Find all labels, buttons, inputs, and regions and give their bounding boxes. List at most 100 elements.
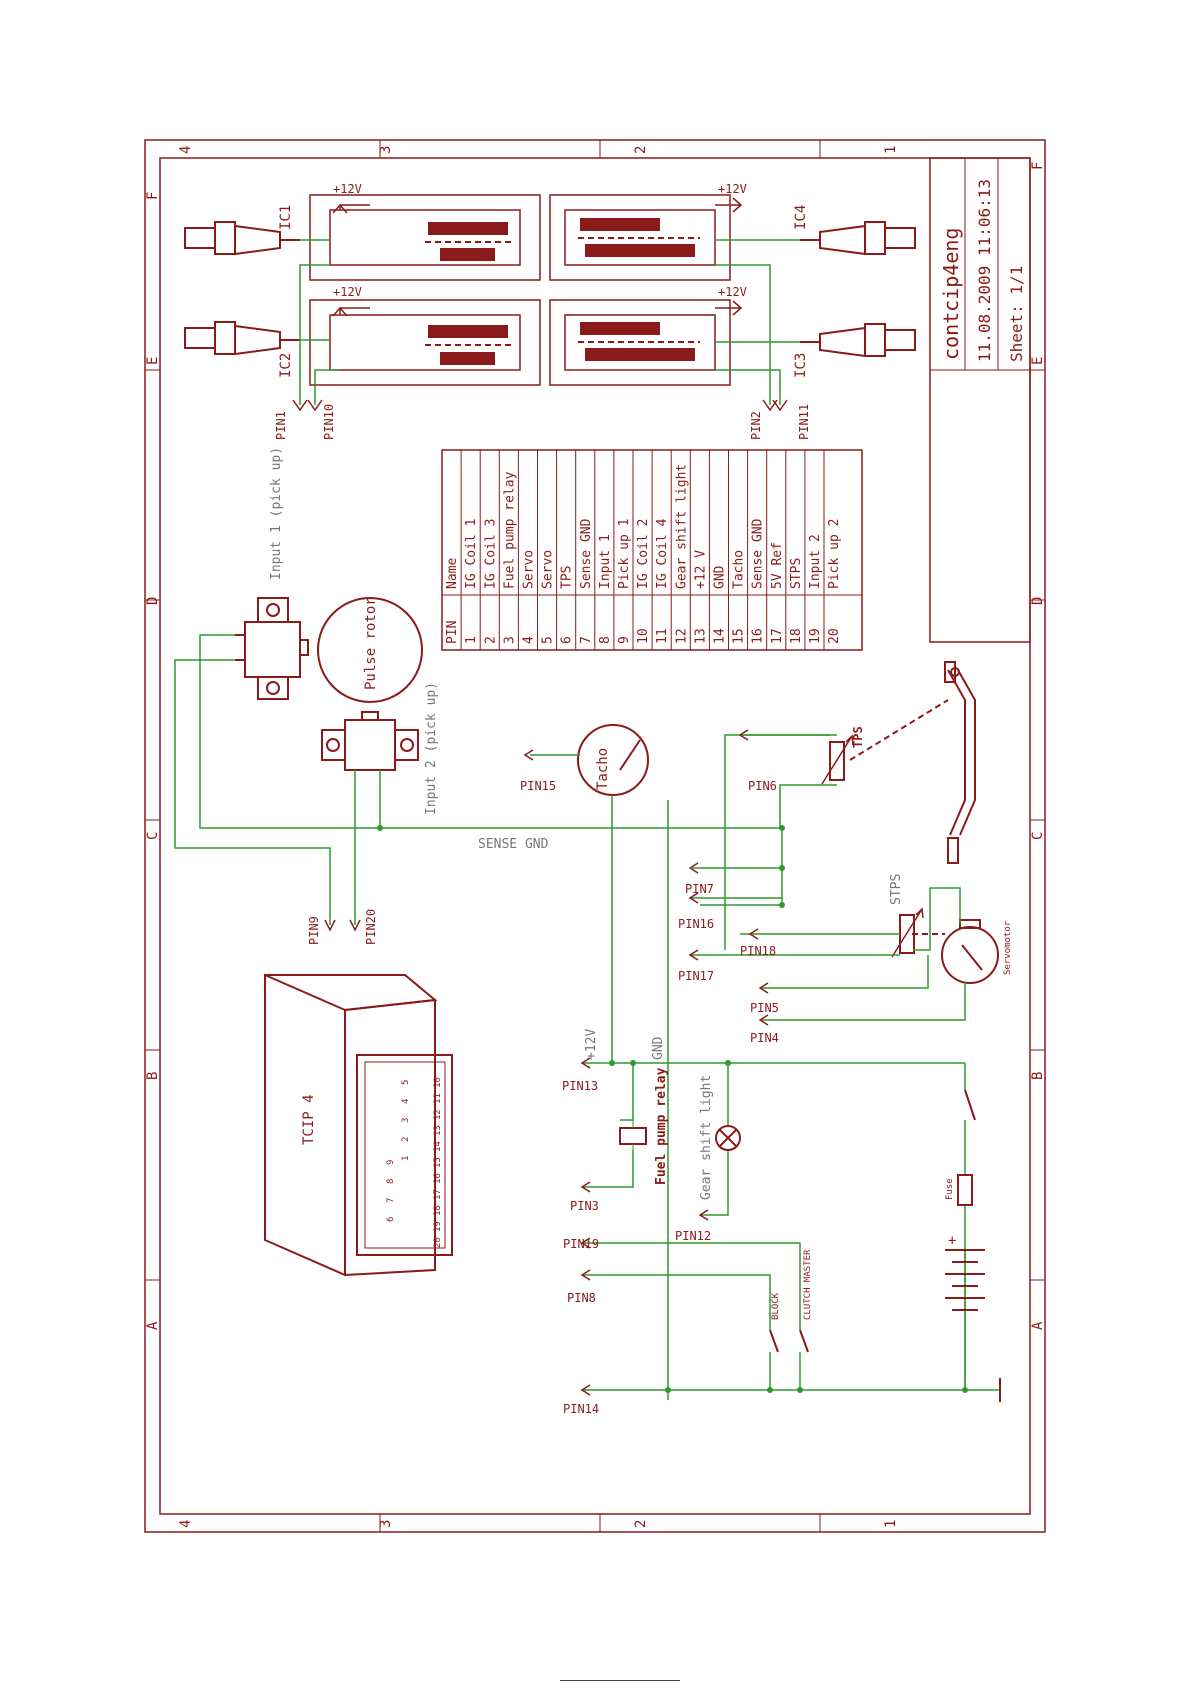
block-switch-icon [769, 1329, 779, 1353]
connector-pin-number: 17 [433, 1189, 443, 1200]
battery-plus-label: + [948, 1233, 956, 1249]
connector-pin-number: 19 [433, 1221, 443, 1232]
connector-pin-number: 9 [386, 1160, 396, 1165]
table-cell-name: IG Coil 1 [464, 519, 479, 589]
frame-col-top-2: 2 [633, 146, 649, 154]
pin-label-pin19: PIN19 [563, 1237, 599, 1251]
frame-row-left-a: A [145, 1321, 161, 1330]
table-cell-name: Input 1 [598, 534, 613, 589]
coil-supply-label-4: +12V [718, 285, 747, 299]
ecu-name: TCIP 4 [301, 1094, 317, 1145]
connector-pin-number: 3 [401, 1118, 411, 1123]
table-cell-name: +12 V [693, 550, 708, 589]
table-header-pin: PIN [445, 621, 460, 644]
table-cell-name: Pick up 2 [827, 519, 842, 589]
table-cell-name: Servo [522, 550, 537, 589]
table-cell-pin: 1 [464, 636, 479, 644]
tacho-label: Tacho [595, 748, 611, 790]
table-cell-name: Servo [541, 550, 556, 589]
pin-label-pin10: PIN10 [322, 404, 336, 440]
ignition-section: +12V +12V +12V +12V IC1 IC2 IC3 IC4 PIN1… [184, 182, 916, 440]
coil-label-ic3: IC3 [793, 353, 809, 378]
spark-plug-ic1-icon [184, 221, 300, 256]
stps-label: STPS [889, 874, 904, 905]
table-cell-pin: 7 [579, 636, 594, 644]
frame-col-bottom-3: 3 [378, 1520, 394, 1528]
tps-potentiometer-icon [829, 741, 845, 781]
pickup-sensor-1-icon [235, 597, 309, 700]
pulse-rotor-label: Pulse rotor [363, 597, 379, 690]
sense-gnd-label: SENSE GND [478, 837, 549, 852]
supply-12v-label: +12V [584, 1029, 599, 1060]
table-cell-pin: 12 [674, 628, 689, 644]
sheet-number: Sheet: 1/1 [1007, 266, 1026, 362]
fuse-label: Fuse [945, 1178, 955, 1200]
table-header-name: Name [445, 558, 460, 589]
table-cell-pin: 15 [732, 628, 747, 644]
drawing-datetime: 11.08.2009 11:06:13 [975, 179, 994, 362]
pin-label-pin20: PIN20 [364, 909, 378, 945]
gnd-label: GND [651, 1036, 666, 1060]
connector-pin-number: 12 [433, 1109, 443, 1120]
connector-pin-number: 13 [433, 1125, 443, 1136]
table-cell-pin: 11 [655, 628, 670, 644]
connector-pin-number: 20 [433, 1237, 443, 1248]
frame-row-left-e: E [145, 357, 161, 365]
table-cell-pin: 14 [713, 628, 728, 644]
throttle-linkage-icon [944, 661, 976, 864]
table-cell-pin: 20 [827, 628, 842, 644]
gear-shift-light-label: Gear shift light [699, 1075, 714, 1200]
table-cell-name: Input 2 [808, 534, 823, 589]
coil-label-ic2: IC2 [278, 353, 294, 378]
connector-pin-number: 11 [433, 1093, 443, 1104]
table-cell-name: Pick up 1 [617, 519, 632, 589]
tacho-gauge-icon [577, 724, 649, 796]
pin-label-pin14: PIN14 [563, 1402, 599, 1416]
main-switch-icon [964, 1089, 976, 1121]
frame-col-bottom-1: 1 [883, 1520, 899, 1528]
frame-col-bottom-4: 4 [178, 1520, 194, 1528]
connector-pin-number: 4 [401, 1099, 411, 1104]
frame-row-right-f: F [1030, 162, 1046, 170]
relay-coil-icon [619, 1127, 647, 1145]
servomotor-label: Servomotor [1003, 920, 1013, 975]
spark-plug-ic4-icon [800, 221, 916, 256]
frame-row-left-d: D [145, 597, 161, 605]
ecu-connector [356, 1054, 453, 1256]
power-section: Fuel pump relay Gear shift light Fuse + … [562, 1029, 1001, 1416]
gear-shift-lamp-icon [715, 1125, 741, 1151]
pin-label-pin17: PIN17 [678, 969, 714, 983]
project-name: contcip4eng [939, 228, 963, 360]
connector-pin-number: 7 [386, 1198, 396, 1203]
table-cell-pin: 13 [693, 628, 708, 644]
coil-label-ic1: IC1 [278, 205, 294, 230]
pin-label-pin2: PIN2 [749, 411, 763, 440]
table-cell-pin: 3 [502, 636, 517, 644]
table-cell-pin: 2 [483, 636, 498, 644]
frame-row-right-e: E [1030, 357, 1046, 365]
pin-label-pin12: PIN12 [675, 1229, 711, 1243]
sensor-section: Input 1 (pick up) Pulse rotor Input 2 (p… [174, 447, 1013, 1400]
table-cell-pin: 4 [522, 636, 537, 644]
page-footer-rule [560, 1680, 680, 1681]
table-cell-name: Sense GND [579, 518, 594, 589]
tps-label: TPS [851, 726, 865, 748]
table-cell-pin: 19 [808, 628, 823, 644]
table-cell-pin: 5 [541, 636, 556, 644]
spark-plug-ic3-icon [800, 323, 916, 358]
pin-label-pin13: PIN13 [562, 1079, 598, 1093]
frame-row-right-c: C [1030, 832, 1046, 840]
coil-supply-label-1: +12V [333, 182, 362, 196]
battery-icon [945, 1249, 985, 1311]
table-cell-name: Sense GND [751, 518, 766, 589]
pin-label-pin5: PIN5 [750, 1001, 779, 1015]
connector-pin-number: 6 [386, 1217, 396, 1222]
frame-row-right-a: A [1030, 1321, 1046, 1330]
table-cell-name: 5V Ref [770, 542, 785, 589]
pin-label-pin1: PIN1 [274, 411, 288, 440]
frame-col-top-3: 3 [378, 146, 394, 154]
table-cell-pin: 17 [770, 628, 785, 644]
